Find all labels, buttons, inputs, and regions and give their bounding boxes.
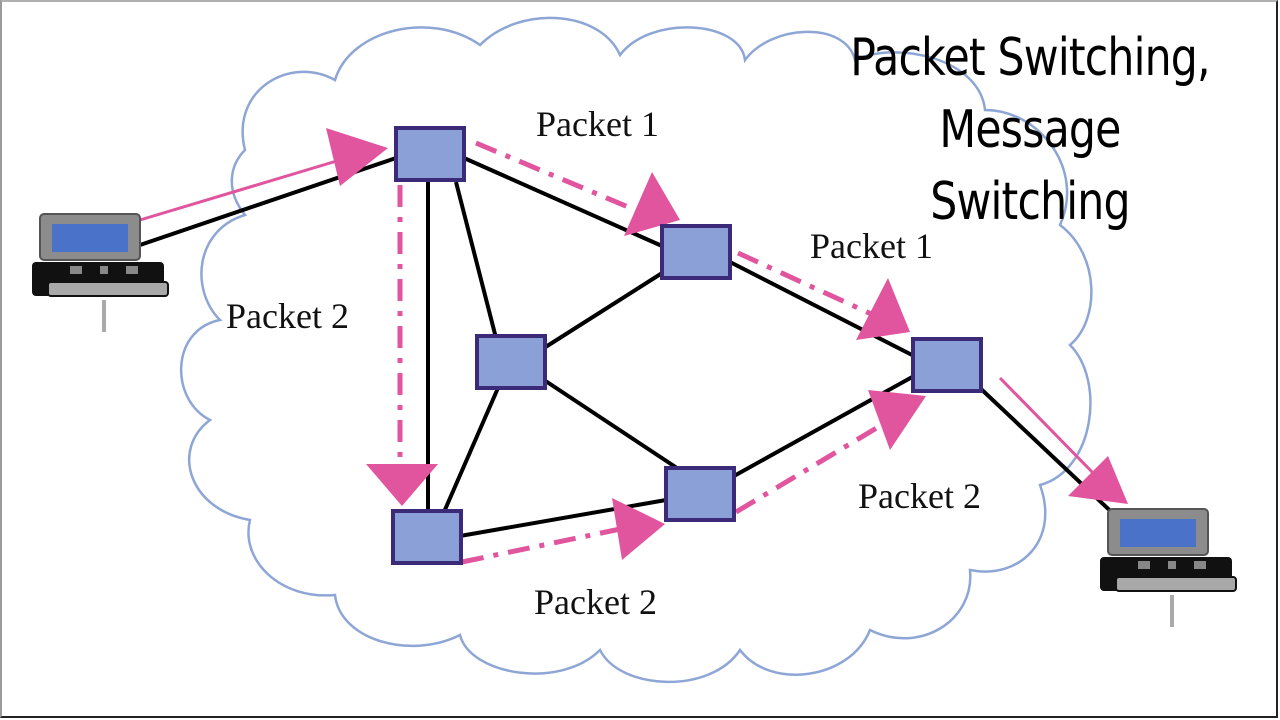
label-packet1-right: Packet 1: [810, 226, 933, 266]
label-packet1-top: Packet 1: [536, 104, 659, 144]
packet-paths: [139, 140, 1100, 565]
link-A-C: [454, 181, 498, 339]
arrowhead-icon: [326, 128, 388, 186]
arrowhead-icon: [856, 278, 910, 340]
link-C-E: [442, 387, 500, 513]
switch-node-F: [664, 466, 736, 522]
link-E-F: [459, 498, 667, 538]
packet-path-source-in: [139, 158, 341, 222]
label-packet2-right: Packet 2: [858, 476, 981, 516]
arrowhead-icon: [612, 498, 665, 560]
link-D-destination: [978, 386, 1122, 522]
link-B-C: [542, 266, 672, 350]
packet2-path-E-F: [461, 524, 631, 565]
arrowhead-icon: [868, 390, 926, 450]
destination-computer-icon: [1100, 508, 1237, 627]
label-packet2-bottom: Packet 2: [534, 582, 657, 622]
switch-nodes: [391, 126, 983, 565]
packet1-path-A-B: [475, 140, 641, 215]
packet-path-destination-out: [998, 376, 1100, 480]
packet1-path-B-D: [736, 250, 882, 321]
switch-node-E: [391, 509, 463, 565]
switch-node-B: [660, 224, 732, 280]
arrowhead-icon: [624, 172, 680, 236]
switch-node-C: [475, 334, 547, 390]
arrowhead-icon: [366, 464, 438, 506]
switch-node-D: [911, 337, 983, 393]
label-packet2-left: Packet 2: [226, 296, 349, 336]
packet2-path-F-D: [734, 417, 892, 515]
link-B-D: [729, 260, 915, 358]
switch-node-A: [394, 126, 466, 182]
link-C-F: [542, 378, 682, 472]
network-cloud: [179, 16, 1093, 684]
title-line-3: Switching: [930, 172, 1130, 232]
title-line-1: Packet Switching,: [850, 28, 1210, 88]
arrowhead-icon: [1068, 456, 1128, 504]
title-line-2: Message: [939, 100, 1121, 160]
arrowheads: [326, 128, 1128, 560]
source-computer-icon: [32, 213, 169, 332]
